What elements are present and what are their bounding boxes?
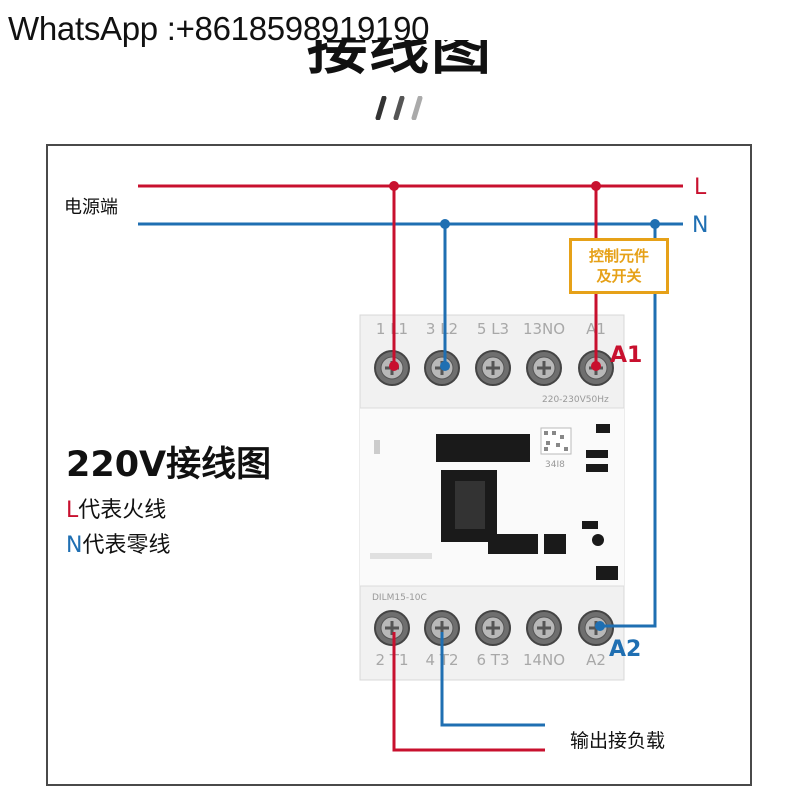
power-source-label: 电源端 — [64, 197, 118, 218]
line-n-label: N — [692, 213, 709, 238]
junction-dot — [591, 181, 601, 191]
screw-slot — [486, 361, 500, 375]
terminal-dot — [389, 361, 399, 371]
wiring-title: 220V接线图 — [66, 445, 272, 485]
terminal-label: 5 L3 — [477, 320, 509, 338]
output-neutral-wire — [440, 632, 545, 727]
decorative-slashes — [375, 96, 423, 120]
terminal-label: 1 L1 — [376, 320, 408, 338]
control-box-line1: 控制元件 — [588, 247, 649, 265]
terminal-dot — [440, 361, 450, 371]
output-live-wire — [392, 632, 545, 752]
whatsapp-watermark: WhatsApp :+8618598919190 — [8, 10, 430, 47]
terminal-label: A2 — [586, 651, 606, 669]
junction-dot — [389, 181, 399, 191]
legend-neutral-text: 代表零线 — [82, 533, 171, 558]
legend-neutral: N代表零线 — [66, 527, 170, 559]
legend-live-text: 代表火线 — [78, 498, 167, 523]
terminal-dot — [595, 621, 605, 631]
terminal-label: 3 L2 — [426, 320, 458, 338]
control-box-line2: 及开关 — [596, 267, 642, 285]
model-label: DILM15-10C — [372, 593, 427, 603]
svg-text:34I8: 34I8 — [545, 460, 565, 470]
rating-label: 220-230V50Hz — [542, 395, 609, 405]
terminal-label: 6 T3 — [476, 651, 509, 669]
screw-slot — [486, 621, 500, 635]
legend-live-key: L — [66, 498, 79, 523]
control-switch-box: 控制元件 及开关 — [569, 238, 669, 294]
a1-label: A1 — [610, 343, 643, 368]
screw-slot — [537, 361, 551, 375]
terminal-dot — [591, 361, 601, 371]
neutral-to-a2 — [600, 224, 657, 628]
terminal-label: 13NO — [523, 320, 565, 338]
output-load-label: 输出接负载 — [570, 730, 666, 752]
junction-dot — [440, 219, 450, 229]
a2-label: A2 — [609, 637, 642, 662]
diagram-frame — [46, 144, 752, 786]
junction-dot — [650, 219, 660, 229]
page-title: 接线图 — [307, 40, 493, 82]
screw-slot — [385, 621, 399, 635]
screw-slot — [537, 621, 551, 635]
terminal-label: 2 T1 — [375, 651, 408, 669]
legend-live: L代表火线 — [66, 492, 166, 524]
legend-neutral-key: N — [66, 533, 83, 558]
line-l-label: L — [694, 175, 707, 200]
terminal-label: 14NO — [523, 651, 565, 669]
